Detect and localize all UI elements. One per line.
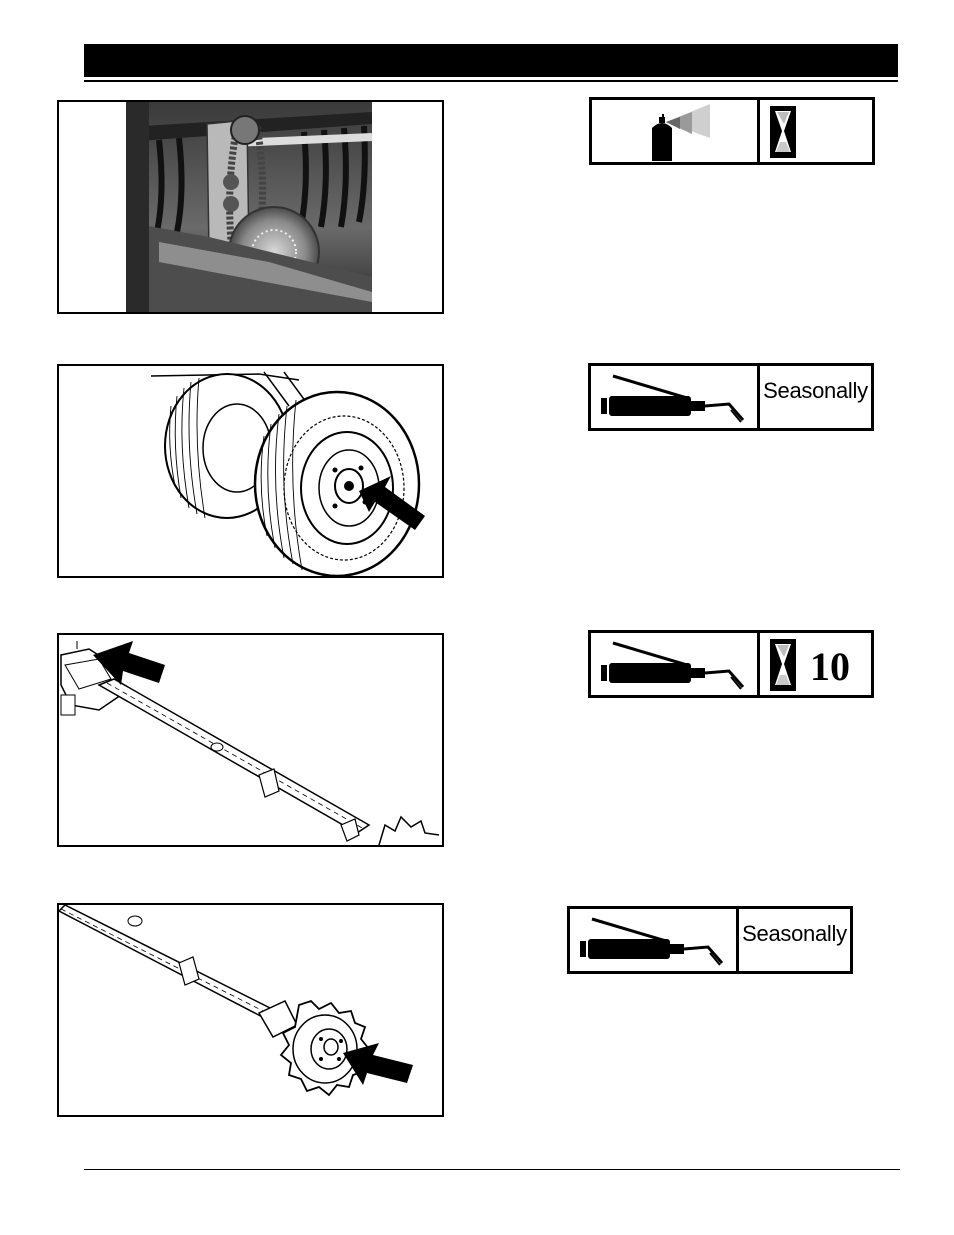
interval-label: Seasonally [739, 921, 850, 947]
maintenance-badge-1 [589, 97, 875, 165]
hourglass-icon [768, 100, 818, 162]
badge-interval-cell: Seasonally [760, 366, 871, 428]
badge-icon-cell [592, 100, 760, 162]
maintenance-badge-4: Seasonally [567, 906, 853, 974]
interval-hours: 10 [810, 643, 850, 690]
spray-can-icon [592, 100, 757, 162]
drive-shaft-front-drawing [57, 633, 444, 847]
badge-icon-cell [570, 909, 739, 971]
header-rule [84, 80, 898, 82]
header-band [84, 44, 898, 77]
drive-shaft-sprocket-drawing [57, 903, 444, 1117]
gauge-wheel-hub-drawing [57, 364, 444, 578]
maintenance-badge-3: 10 [588, 630, 874, 698]
badge-interval-cell: Seasonally [739, 909, 850, 971]
badge-icon-cell [591, 366, 760, 428]
footer-rule [84, 1169, 900, 1170]
badge-interval-cell [760, 100, 872, 162]
interval-label: Seasonally [760, 378, 871, 404]
badge-icon-cell [591, 633, 760, 695]
grease-gun-icon [591, 366, 757, 428]
grease-gun-icon [570, 909, 736, 971]
grease-gun-icon [591, 633, 757, 695]
chain-drive-photo [57, 100, 444, 314]
maintenance-badge-2: Seasonally [588, 363, 874, 431]
hourglass-icon [768, 633, 808, 695]
badge-interval-cell: 10 [760, 633, 871, 695]
